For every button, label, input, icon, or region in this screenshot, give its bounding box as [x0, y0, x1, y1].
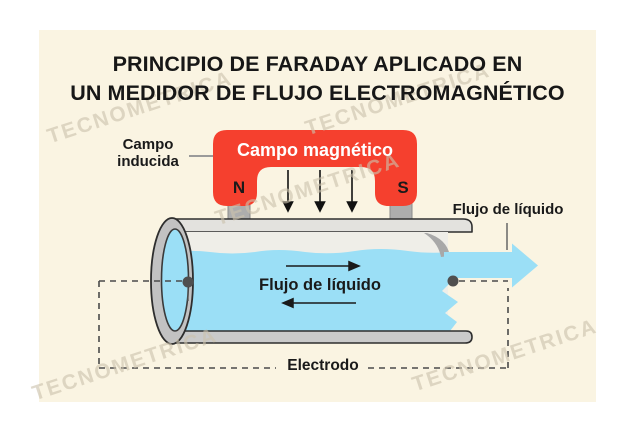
magnetic-field-arrows [282, 170, 358, 213]
field-arrow-head [346, 201, 358, 213]
pole-north-label: N [232, 178, 246, 197]
magnetic-field-label: Campo magnético [236, 140, 394, 160]
pipe-top-wall [171, 218, 473, 233]
field-arrow-head [282, 201, 294, 213]
title-line1: PRINCIPIO DE FARADAY APLICADO EN [112, 52, 523, 76]
flow-arrow-right-head [348, 260, 361, 272]
page-title: PRINCIPIO DE FARADAY APLICADO EN UN MEDI… [39, 50, 596, 108]
flow-arrow-left-head [281, 297, 294, 309]
liquid-flow-pipe-label: Flujo de líquido [259, 276, 381, 294]
liquid-flow-outlet-label: Flujo de líquido [452, 201, 564, 218]
big-flow-arrow [444, 243, 538, 288]
pipe-right-inner-rim [424, 233, 450, 257]
flow-direction-arrows [281, 260, 361, 309]
electrode-label: Electrodo [287, 357, 359, 374]
pole-south-label: S [397, 178, 409, 197]
field-arrow-head [314, 201, 326, 213]
induced-field-label: Campo inducida [117, 136, 179, 170]
pipe-bottom-wall [171, 330, 473, 344]
liquid-body [163, 249, 458, 331]
electrode-circuit-dashed-line [98, 280, 509, 369]
electrode-dot-right [447, 275, 459, 287]
title-line2: UN MEDIDOR DE FLUJO ELECTROMAGNÉTICO [70, 81, 565, 105]
magnet-body [213, 130, 417, 206]
electrode-dot-left [182, 276, 194, 288]
